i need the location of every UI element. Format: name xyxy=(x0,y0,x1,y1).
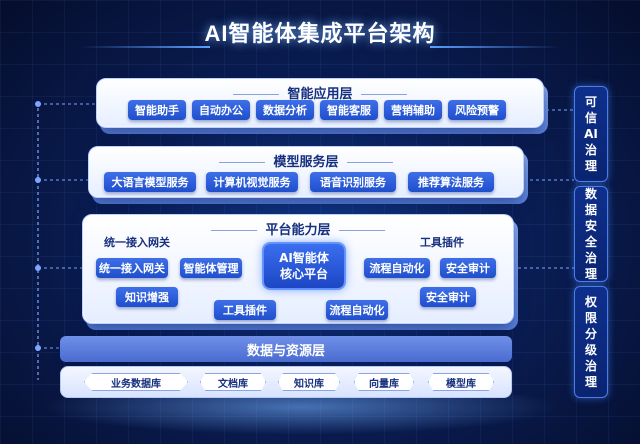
db-chip-models: 模型库 xyxy=(428,373,494,391)
app-chip-6: 风险预警 xyxy=(448,100,506,120)
model-chip-asr: 语音识别服务 xyxy=(310,172,396,192)
governance-label-2: 数据安全治理 xyxy=(584,187,597,281)
gateway-label: 统一接入网关 xyxy=(104,236,170,249)
app-chip-1: 智能助手 xyxy=(128,100,186,120)
db-chip-knowledge: 知识库 xyxy=(278,373,340,391)
audit-chip-2: 安全审计 xyxy=(420,287,476,307)
platform-layer-title: 平台能力层 xyxy=(83,219,513,238)
base-glow xyxy=(40,395,560,435)
title-decoration-left xyxy=(80,46,210,48)
page-title: AI智能体集成平台架构 xyxy=(204,21,436,46)
model-layer-title: 模型服务层 xyxy=(89,151,523,170)
governance-trusted-ai: 可信AI治理 xyxy=(574,86,608,182)
app-chip-2: 自动办公 xyxy=(192,100,250,120)
db-chip-vector: 向量库 xyxy=(354,373,414,391)
workflow-chip-right: 流程自动化 xyxy=(364,258,430,278)
tools-chip-bottom: 工具插件 xyxy=(214,300,276,320)
core-platform: AI智能体 核心平台 xyxy=(264,244,344,288)
core-line-1: AI智能体 xyxy=(279,251,329,265)
app-chip-4: 智能客服 xyxy=(320,100,378,120)
knowledge-chip: 知识增强 xyxy=(116,287,178,307)
audit-chip-1: 安全审计 xyxy=(440,258,496,278)
core-line-2: 核心平台 xyxy=(279,267,328,281)
agent-mgmt-chip: 智能体管理 xyxy=(180,258,242,278)
workflow-chip-bottom: 流程自动化 xyxy=(326,300,388,320)
governance-label-1: 可信AI治理 xyxy=(584,95,598,173)
db-chip-business: 业务数据库 xyxy=(84,373,188,391)
governance-permissions: 权限分级治理 xyxy=(574,286,608,398)
application-layer-title: 智能应用层 xyxy=(97,83,543,102)
governance-data-security: 数据安全治理 xyxy=(574,186,608,282)
model-chip-rec: 推荐算法服务 xyxy=(408,172,494,192)
gateway-chip: 统一接入网关 xyxy=(96,258,168,278)
app-chip-3: 数据分析 xyxy=(256,100,314,120)
title-decoration-right xyxy=(430,46,560,48)
app-chip-5: 营销辅助 xyxy=(384,100,442,120)
model-chip-llm: 大语言模型服务 xyxy=(104,172,196,192)
model-chip-cv: 计算机视觉服务 xyxy=(206,172,298,192)
tools-label-top: 工具插件 xyxy=(420,236,464,249)
data-layer-title: 数据与资源层 xyxy=(60,336,512,362)
governance-label-3: 权限分级治理 xyxy=(584,295,597,389)
db-chip-docs: 文档库 xyxy=(200,373,266,391)
